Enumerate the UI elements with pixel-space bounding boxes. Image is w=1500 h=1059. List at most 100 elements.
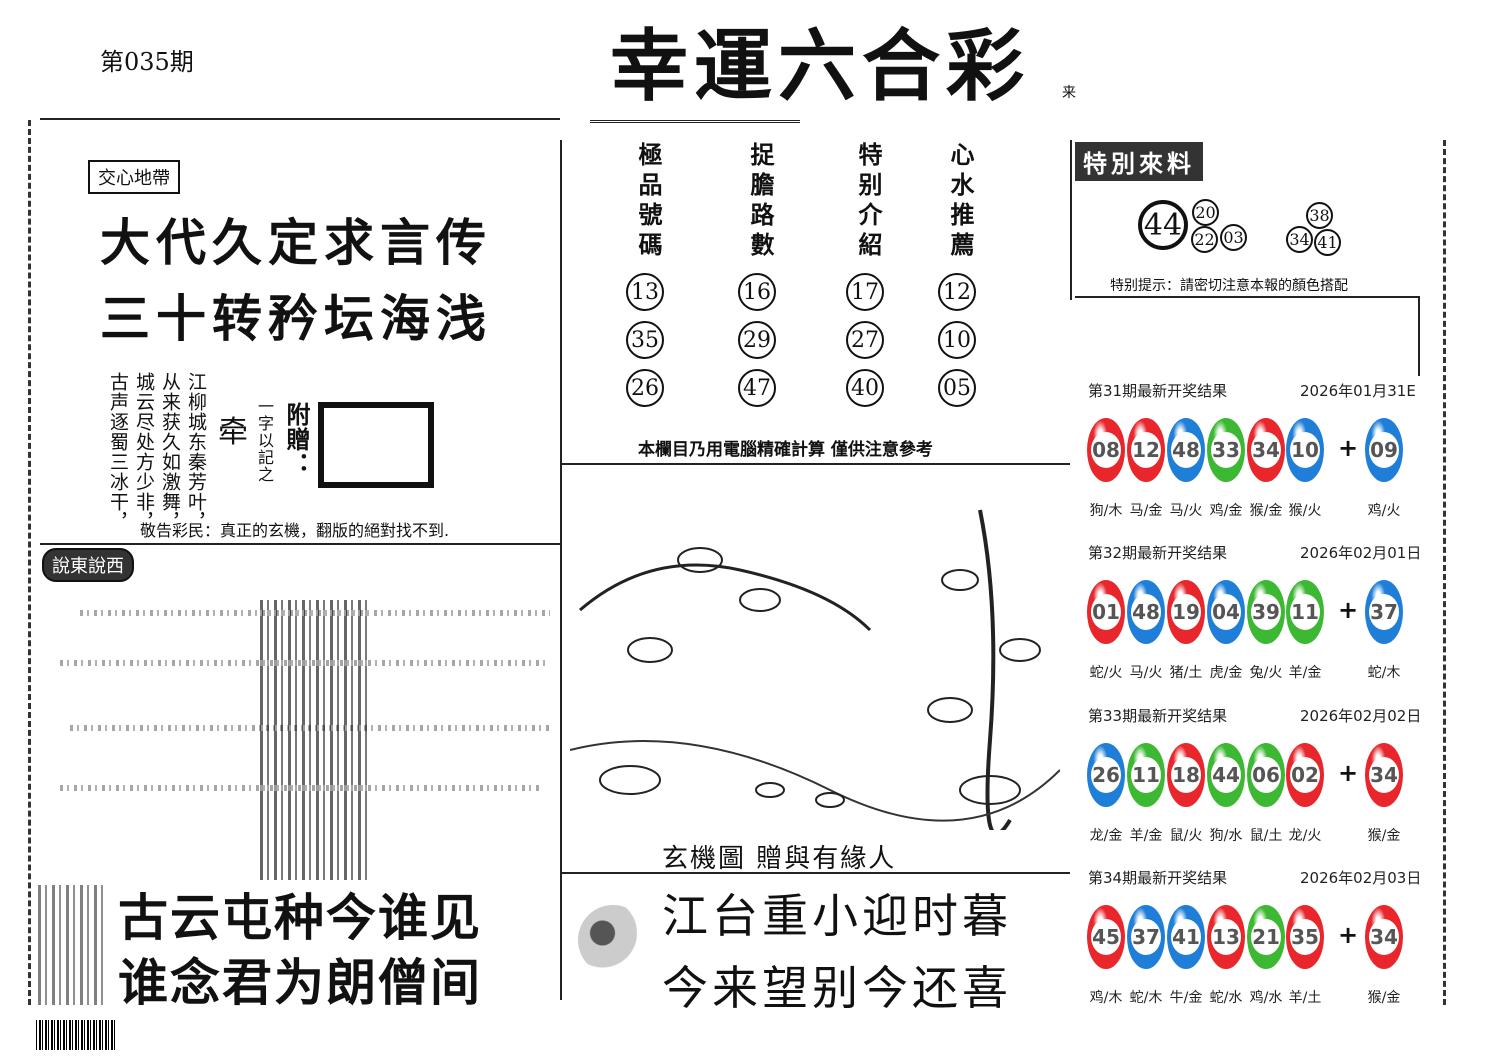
ball-number: 41 [1171, 919, 1201, 955]
lottery-ball: 13 [1207, 905, 1245, 969]
vertical-poem-line: 从来获久如激舞， [159, 372, 181, 532]
issue-number: 第035期 [100, 48, 194, 76]
ball-number: 12 [1131, 432, 1161, 468]
ball-number: 21 [1251, 919, 1281, 955]
special-number: 41 [1314, 229, 1341, 256]
lottery-ball: 04 [1207, 580, 1245, 644]
lottery-ball: 44 [1207, 743, 1245, 807]
barcode [36, 1020, 116, 1050]
poem-line: 谁念君为朗僧间 [118, 954, 482, 1012]
lottery-ball: 11 [1286, 580, 1324, 644]
plus-sign: + [1338, 596, 1359, 624]
special-number: 03 [1220, 224, 1247, 251]
special-number: 20 [1192, 199, 1219, 226]
ball-number: 10 [1290, 432, 1320, 468]
number-circle: 16 [738, 273, 776, 311]
right-vine-border [1432, 140, 1446, 1005]
lottery-ball: 01 [1087, 580, 1125, 644]
poem-line: 三十转矜坛海浅 [100, 289, 492, 348]
lottery-ball: 11 [1127, 743, 1165, 807]
title-suffix: 来 [1062, 85, 1076, 101]
lottery-ball: 02 [1286, 743, 1324, 807]
page-title: 幸運六合彩 [610, 21, 1031, 112]
ball-number: 09 [1369, 432, 1399, 468]
result-date: 2026年01月31E [1300, 382, 1416, 400]
zodiac-label: 狗/木 [1089, 503, 1123, 519]
lottery-ball: 26 [1087, 743, 1125, 807]
column-header: 極品號碼 [634, 142, 663, 262]
poem-line: 古云屯种今谁见 [118, 889, 482, 947]
zodiac-label: 猴/金 [1367, 990, 1401, 1006]
zodiac-label: 羊/金 [1129, 828, 1163, 844]
scan-noise [60, 785, 540, 791]
number-circle: 17 [846, 273, 884, 311]
lottery-ball: 37 [1365, 580, 1403, 644]
zodiac-label: 猪/土 [1169, 665, 1203, 681]
ball-number: 37 [1369, 594, 1399, 630]
notice-text: 敬告彩民：真正的玄機，翻版的絕對找不到. [140, 521, 450, 540]
lottery-ball: 19 [1167, 580, 1205, 644]
number-circle: 40 [846, 369, 884, 407]
lottery-ball: 09 [1365, 418, 1403, 482]
number-circle: 29 [738, 321, 776, 359]
lottery-ball: 18 [1167, 743, 1205, 807]
poem-line: 大代久定求言传 [100, 213, 492, 272]
zodiac-label: 羊/土 [1288, 990, 1322, 1006]
number-circle: 10 [938, 321, 976, 359]
divider [560, 463, 1070, 465]
plus-sign: + [1338, 921, 1359, 949]
divider [560, 872, 1070, 874]
zodiac-label: 马/金 [1129, 503, 1163, 519]
scan-noise [70, 725, 550, 731]
number-circle: 26 [626, 369, 664, 407]
divider [1418, 296, 1420, 376]
section-tag-heart: 交心地帶 [88, 160, 180, 194]
lottery-ball: 45 [1087, 905, 1125, 969]
zodiac-label: 鼠/土 [1249, 828, 1283, 844]
zodiac-label: 猴/金 [1367, 828, 1401, 844]
poem-line: 江台重小迎时暮 [662, 889, 1012, 943]
ball-number: 33 [1211, 432, 1241, 468]
result-date: 2026年02月03日 [1300, 869, 1422, 887]
zodiac-label: 龙/金 [1089, 828, 1123, 844]
scan-noise [38, 885, 108, 1005]
result-date: 2026年02月01日 [1300, 544, 1422, 562]
result-date: 2026年02月02日 [1300, 707, 1422, 725]
vertical-poem: 江柳城东秦芳叶，从来获久如激舞，城云尽处方少非，古声逐蜀三冰干， [104, 372, 208, 532]
faded-article [60, 600, 550, 880]
lottery-ball: 34 [1247, 418, 1285, 482]
divider [40, 118, 560, 120]
ball-number: 06 [1251, 757, 1281, 793]
result-title: 第31期最新开奖结果 [1088, 382, 1228, 400]
vertical-poem-line: 江柳城东秦芳叶， [185, 372, 207, 532]
left-vine-border [28, 120, 42, 1005]
special-number: 38 [1306, 202, 1333, 229]
gift-box [318, 402, 434, 488]
ball-number: 48 [1171, 432, 1201, 468]
ball-number: 18 [1171, 757, 1201, 793]
yin-yang-icon [578, 905, 648, 975]
number-circle: 13 [626, 273, 664, 311]
ball-number: 35 [1290, 919, 1320, 955]
column-header: 特别介紹 [854, 142, 883, 262]
zodiac-label: 马/火 [1129, 665, 1163, 681]
zodiac-label: 蛇/水 [1209, 990, 1243, 1006]
number-circle: 35 [626, 321, 664, 359]
plus-sign: + [1338, 759, 1359, 787]
zodiac-label: 鸡/水 [1249, 990, 1283, 1006]
divider [1070, 140, 1072, 300]
ball-number: 34 [1369, 757, 1399, 793]
zodiac-label: 虎/金 [1209, 665, 1243, 681]
ball-number: 34 [1369, 919, 1399, 955]
image-caption: 玄機圖 贈與有緣人 [662, 844, 897, 874]
number-circle: 12 [938, 273, 976, 311]
special-main-number: 44 [1138, 200, 1188, 250]
divider [40, 543, 560, 545]
zodiac-label: 鸡/火 [1367, 503, 1401, 519]
column-header: 捉膽路數 [746, 142, 775, 262]
zodiac-label: 猴/火 [1288, 503, 1322, 519]
zodiac-label: 蛇/木 [1367, 665, 1401, 681]
lottery-ball: 34 [1365, 905, 1403, 969]
lottery-ball: 08 [1087, 418, 1125, 482]
scan-noise [260, 600, 370, 880]
